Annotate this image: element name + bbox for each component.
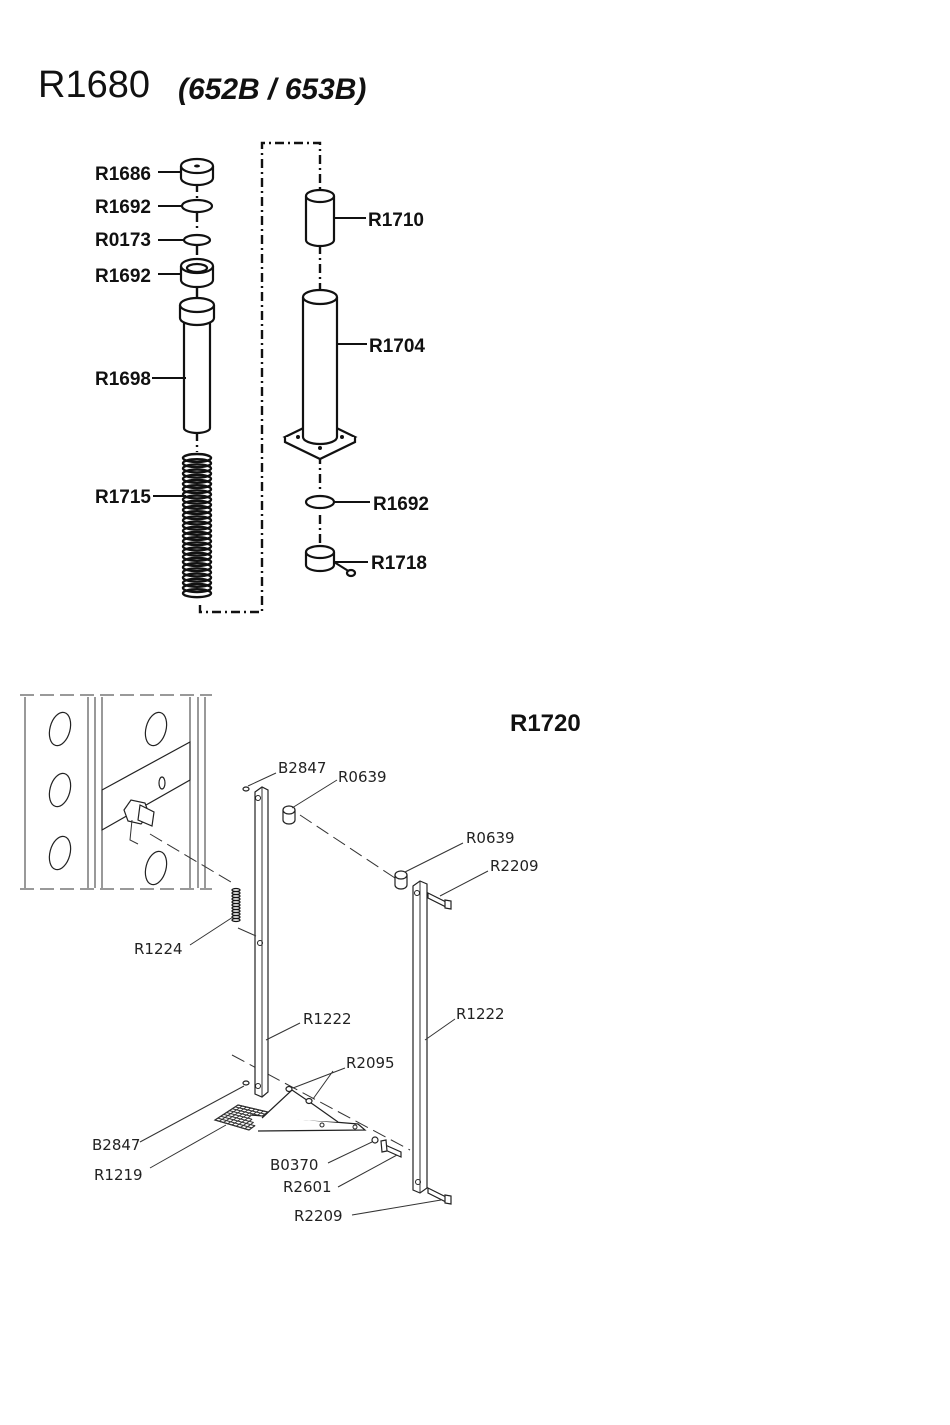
- label-r1715: R1715: [95, 487, 151, 508]
- washer-r1692-c: [306, 496, 334, 508]
- label-r1224: R1224: [134, 940, 183, 958]
- label-r1692-c: R1692: [373, 494, 429, 515]
- upper-assembly: R1686 R1692 R0173 R1692 R1698 R1715 R171…: [95, 143, 429, 612]
- label-r0173: R0173: [95, 230, 151, 251]
- assembly-title-r1720: R1720: [510, 710, 581, 737]
- bolt-r2601: [381, 1140, 401, 1157]
- bar-r1222-left: [255, 787, 268, 1097]
- diagram-title: R1680: [38, 64, 150, 106]
- nut-b2847-top: [243, 787, 249, 791]
- spring-r1715: [183, 454, 211, 597]
- sleeve-r1710: [306, 190, 334, 246]
- label-r1710: R1710: [368, 210, 424, 231]
- label-r1686: R1686: [95, 164, 151, 185]
- bar-r1222-right: [413, 881, 427, 1193]
- label-r2095: R2095: [346, 1054, 395, 1072]
- label-r1222-left: R1222: [303, 1010, 352, 1028]
- label-r1704: R1704: [369, 336, 425, 357]
- label-r2601: R2601: [283, 1178, 332, 1196]
- label-r2209-bottom: R2209: [294, 1207, 343, 1225]
- washer-r2095-b: [306, 1099, 312, 1104]
- pedal-r1219: [215, 1090, 365, 1131]
- cap-r1686: [181, 159, 213, 185]
- label-b0370: B0370: [270, 1156, 318, 1174]
- label-r1692-a: R1692: [95, 197, 151, 218]
- label-r0639-a: R0639: [338, 768, 387, 786]
- label-r2209-top: R2209: [490, 857, 539, 875]
- label-r1698: R1698: [95, 369, 151, 390]
- bushing-r1692-b: [181, 259, 213, 287]
- label-r1219: R1219: [94, 1166, 143, 1184]
- tube-r1698: [180, 298, 214, 433]
- label-r1222-right: R1222: [456, 1005, 505, 1023]
- post-r1704: [285, 290, 355, 459]
- rack-upright-detail: [20, 695, 212, 889]
- spacer-r0639-b: [395, 871, 407, 889]
- washer-b0370: [372, 1137, 378, 1143]
- lower-assembly: R1720: [20, 695, 581, 1225]
- bolt-r2209-top: [428, 893, 451, 909]
- label-r0639-b: R0639: [466, 829, 515, 847]
- washer-r2095-a: [286, 1087, 292, 1092]
- label-r1718: R1718: [371, 553, 427, 574]
- diagram-subtitle: (652B / 653B): [178, 73, 366, 106]
- label-b2847-top: B2847: [278, 759, 326, 777]
- spring-r1224: [232, 889, 240, 923]
- nut-b2847-bottom: [243, 1081, 249, 1085]
- washer-r1692-a: [182, 200, 212, 212]
- spacer-r0639-a: [283, 806, 295, 824]
- label-b2847-bottom: B2847: [92, 1136, 140, 1154]
- label-r1692-b: R1692: [95, 266, 151, 287]
- ring-r0173: [184, 235, 210, 245]
